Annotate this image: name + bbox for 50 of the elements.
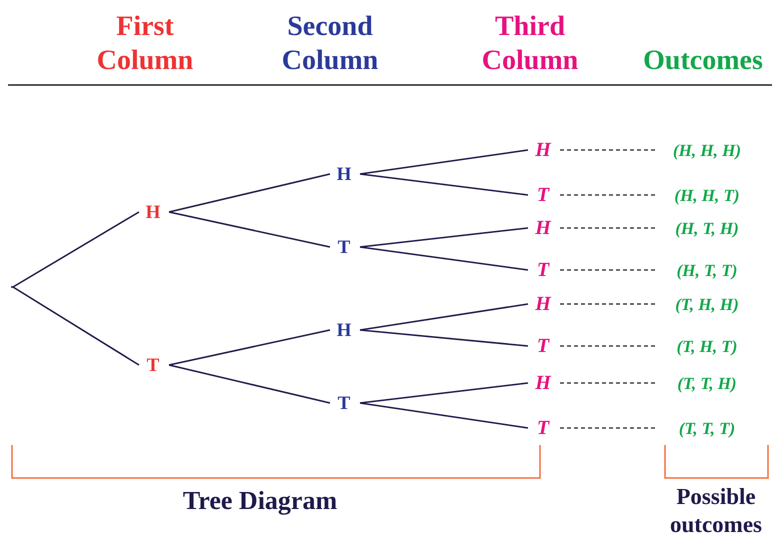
third-toss-result: H [534, 293, 552, 315]
dashed-connector [560, 345, 655, 347]
tree-branch [360, 149, 528, 175]
tree-branch [360, 382, 528, 404]
tree-branch [360, 303, 528, 331]
bracket-caption: Tree Diagram [182, 485, 338, 517]
third-toss-result: H [534, 139, 552, 161]
outcome-label: (H, H, H) [661, 139, 753, 161]
bracket-caption: Possible outcomes [669, 483, 763, 539]
tree-branch [168, 211, 330, 248]
tree-branch [360, 246, 528, 271]
tree-branch [360, 173, 528, 196]
outcome-label: (H, H, T) [661, 184, 753, 206]
outcome-label: (T, T, H) [661, 372, 753, 394]
first-toss-result: H [145, 201, 161, 223]
tree-branch [168, 364, 330, 404]
tree-branch [168, 329, 330, 366]
tree-branch [12, 211, 140, 288]
column-heading: First Column [96, 10, 194, 78]
second-toss-result: T [336, 236, 352, 258]
first-toss-result: T [145, 354, 161, 376]
outcome-label: (T, H, H) [661, 293, 753, 315]
dashed-connector [560, 227, 655, 229]
dashed-connector [560, 303, 655, 305]
tree-branch [168, 173, 330, 213]
dashed-connector [560, 269, 655, 271]
third-toss-result: T [534, 417, 552, 439]
third-toss-result: H [534, 217, 552, 239]
column-heading: Second Column [280, 10, 380, 78]
third-toss-result: T [534, 259, 552, 281]
second-toss-result: H [336, 163, 352, 185]
dashed-connector [560, 427, 655, 429]
tree-branch [360, 329, 528, 347]
outcome-label: (H, T, H) [661, 217, 753, 239]
tree-branch [12, 286, 140, 366]
outcome-label: (T, T, T) [661, 417, 753, 439]
outcome-label: (H, T, T) [661, 259, 753, 281]
column-heading: Third Column [480, 10, 580, 78]
third-toss-result: T [534, 184, 552, 206]
third-toss-result: H [534, 372, 552, 394]
dashed-connector [560, 194, 655, 196]
dashed-connector [560, 149, 655, 151]
tree-branch [360, 227, 528, 248]
tree-branch [360, 402, 528, 429]
column-heading: Outcomes [642, 44, 764, 78]
second-toss-result: H [336, 319, 352, 341]
second-toss-result: T [336, 392, 352, 414]
outcome-label: (T, H, T) [661, 335, 753, 357]
third-toss-result: T [534, 335, 552, 357]
dashed-connector [560, 382, 655, 384]
